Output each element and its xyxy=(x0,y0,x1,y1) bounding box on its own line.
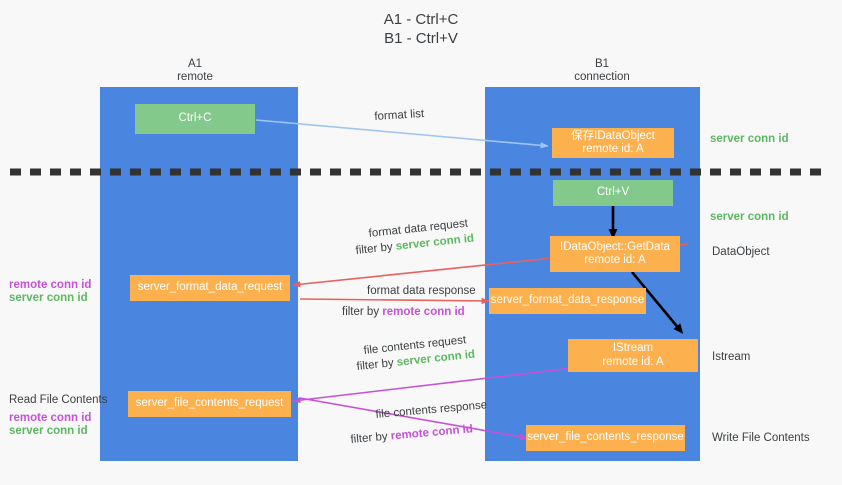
annotation-read-file-contents: Read File Contents xyxy=(9,394,108,406)
node-ctrl-c[interactable]: Ctrl+C xyxy=(135,104,255,134)
arrow-getdata-to-istream xyxy=(630,271,684,334)
node-istream-subtitle: remote id: A xyxy=(602,355,664,368)
annotation-server-conn-id-upper: server conn id xyxy=(9,292,88,304)
lane-header-a1: A1 remote xyxy=(130,58,260,84)
diagram-title: A1 - Ctrl+C B1 - Ctrl+V xyxy=(0,10,842,48)
filter-token-remote-conn-id: remote conn id xyxy=(382,306,465,318)
lane-header-b1-subtitle: connection xyxy=(574,71,630,83)
edge-label-format-list: format list xyxy=(374,107,425,123)
node-idataobject-getdata-subtitle: remote id: A xyxy=(584,254,646,266)
node-server-format-data-request[interactable]: server_format_data_request xyxy=(130,275,290,301)
lane-header-b1: B1 connection xyxy=(537,58,667,84)
arrow-file-contents-response xyxy=(299,397,528,440)
annotation-server-conn-id-mid: server conn id xyxy=(710,211,789,223)
node-save-idataobject-title: 保存IDataObject xyxy=(571,129,655,142)
node-save-idataobject[interactable]: 保存IDataObject remote id: A xyxy=(552,128,674,158)
filter-prefix: filter by xyxy=(356,356,398,373)
node-server-file-contents-request-label: server_file_contents_request xyxy=(135,397,284,410)
annotation-write-file-contents: Write File Contents xyxy=(712,432,810,444)
node-server-file-contents-response[interactable]: server_file_contents_response xyxy=(526,425,685,451)
node-server-format-data-request-label: server_format_data_request xyxy=(137,281,283,294)
edge-label-format-data-response: format data response xyxy=(367,285,476,297)
filter-prefix: filter by xyxy=(355,240,397,257)
annotation-remote-conn-id-upper: remote conn id xyxy=(9,279,92,291)
node-server-format-data-response[interactable]: server_format_data_response xyxy=(489,288,646,314)
node-istream[interactable]: IStream remote id: A xyxy=(568,339,698,372)
node-ctrl-v-label: Ctrl+V xyxy=(596,186,630,199)
node-istream-title: IStream xyxy=(612,342,654,354)
annotation-dataobject: DataObject xyxy=(712,246,770,258)
lane-header-a1-title: A1 xyxy=(187,58,203,70)
node-server-format-data-response-label: server_format_data_response xyxy=(490,294,645,307)
node-ctrl-c-label: Ctrl+C xyxy=(178,112,212,125)
filter-prefix: filter by xyxy=(342,306,383,318)
annotation-server-conn-id-lower: server conn id xyxy=(9,425,88,437)
filter-prefix: filter by xyxy=(350,430,392,446)
annotation-remote-conn-id-lower: remote conn id xyxy=(9,412,92,424)
lane-header-b1-title: B1 xyxy=(594,58,610,70)
node-save-idataobject-subtitle: remote id: A xyxy=(582,143,644,155)
lane-header-a1-subtitle: remote xyxy=(177,71,213,83)
node-ctrl-v[interactable]: Ctrl+V xyxy=(553,180,673,206)
title-line-2: B1 - Ctrl+V xyxy=(384,30,458,47)
annotation-istream: Istream xyxy=(712,351,751,363)
node-idataobject-getdata[interactable]: IDataObject::GetData remote id: A xyxy=(550,236,680,272)
node-server-file-contents-request[interactable]: server_file_contents_request xyxy=(128,391,291,417)
arrow-format-data-response xyxy=(299,297,490,305)
node-server-file-contents-response-label: server_file_contents_response xyxy=(527,431,684,444)
arrow-format-list xyxy=(255,119,549,149)
annotation-server-conn-id-top: server conn id xyxy=(710,133,789,145)
node-idataobject-getdata-title: IDataObject::GetData xyxy=(560,240,670,253)
edge-label-format-data-response-filter: filter by remote conn id xyxy=(342,305,465,320)
title-line-1: A1 - Ctrl+C xyxy=(383,11,459,28)
